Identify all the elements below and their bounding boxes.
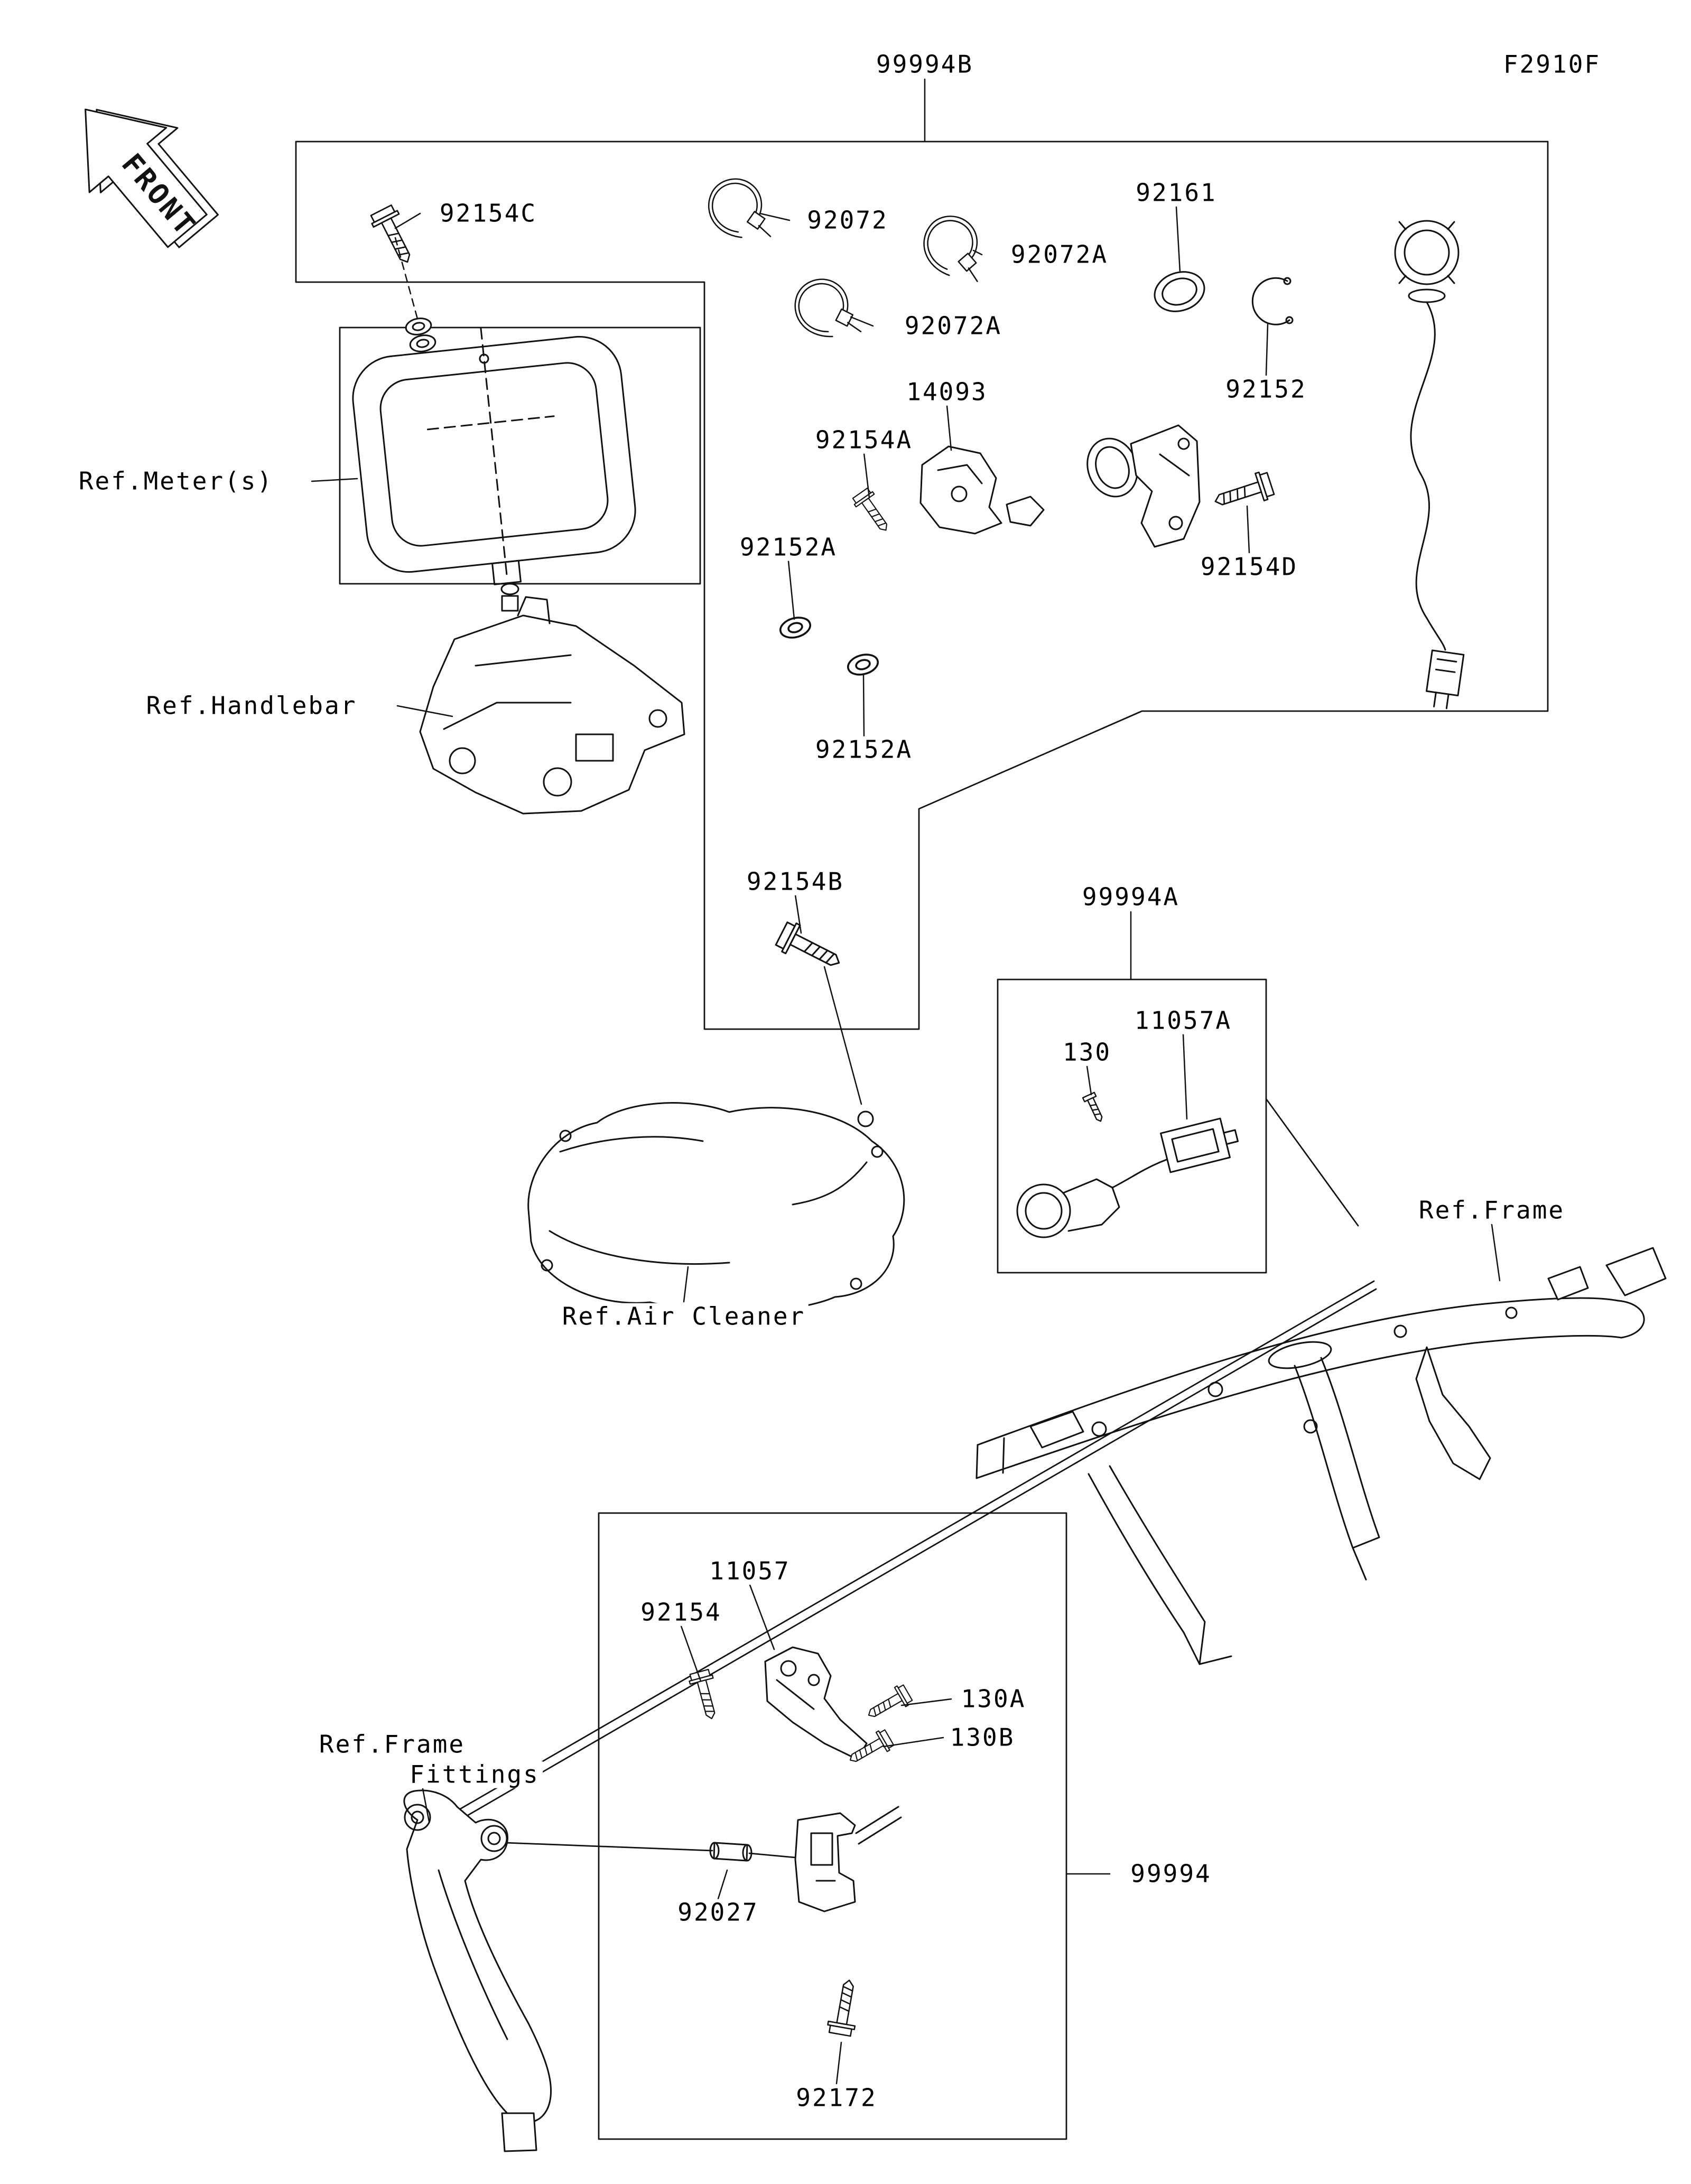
cover-14093 [919,445,1045,535]
label-92072A-2: 92072A [901,313,1006,340]
bolt-92172 [825,1977,863,2038]
box-group-99994 [598,1512,1067,2140]
box-group-99994A [997,978,1359,1274]
label-92154: 92154 [637,1599,725,1626]
bolt-130A [862,1682,914,1725]
clamp-92072A-right [916,210,992,283]
bolt-92154C [367,203,424,339]
label-page-code: F2910F [1500,51,1604,78]
sleeve-92027 [709,1842,752,1862]
screw-92154A [850,486,896,537]
label-11057: 11057 [706,1558,794,1585]
label-ref-meter: Ref.Meter(s) [75,468,277,495]
ring-92161 [1154,271,1205,312]
bolt-92154 [687,1668,724,1723]
label-group-99994B: 99994B [872,51,977,78]
label-92072A-1: 92072A [1007,241,1112,268]
harness-rod [422,1280,1377,1859]
label-group-99994A: 99994A [1079,884,1183,911]
label-ref-handlebar: Ref.Handlebar [143,693,360,720]
clamp-92072A-lower [791,274,862,342]
label-130B: 130B [946,1724,1018,1751]
label-92154B: 92154B [743,869,848,895]
label-92154C: 92154C [436,200,541,227]
handlebar-bracket-drawing [419,596,685,815]
leader-lines [311,78,1501,2085]
box-ref-meter [339,326,701,585]
label-92154D: 92154D [1197,554,1302,581]
label-92027: 92027 [674,1899,762,1926]
label-92152A-2: 92152A [812,736,916,763]
label-92154A: 92154A [812,427,916,454]
power-socket-cable [1394,220,1465,710]
label-14093: 14093 [903,379,991,406]
front-arrow: FRONT [85,108,219,248]
bolt-92154B [773,918,862,1105]
box-group-99994B [295,141,1549,1030]
screw-130 [1082,1091,1107,1125]
label-ref-frame-fittings-line2: Fittings [406,1761,543,1788]
label-92172: 92172 [793,2085,880,2112]
label-ref-frame: Ref.Frame [1415,1197,1568,1224]
meter-drawing [352,327,636,612]
socket-assembly-99994A [1016,1091,1239,1238]
relay-11057A [1160,1117,1239,1173]
grommet-92152A-1 [777,613,814,642]
air-cleaner-drawing [527,1102,905,1313]
label-92072: 92072 [804,207,891,234]
label-11057A: 11057A [1131,1007,1235,1034]
label-ref-air-cleaner: Ref.Air Cleaner [559,1303,809,1330]
clamp-92072 [708,178,772,238]
clip-92152 [1251,277,1294,325]
frame-drawing [975,1247,1667,1665]
clamp-holder-drawing [794,1806,902,1912]
bolt-92154D [1210,469,1276,516]
frame-fittings-drawing [403,1789,552,2152]
label-130: 130 [1059,1039,1115,1066]
label-group-99994: 99994 [1127,1861,1215,1888]
label-92152A-1: 92152A [736,534,841,561]
bracket-11057 [764,1646,868,1760]
label-130A: 130A [958,1686,1029,1713]
grommet-stack-meter [404,315,438,354]
meter-clamp-bracket [1086,424,1201,548]
label-ref-frame-fittings-line1: Ref.Frame [315,1731,469,1758]
label-92161: 92161 [1132,180,1220,207]
label-92152: 92152 [1222,376,1310,403]
